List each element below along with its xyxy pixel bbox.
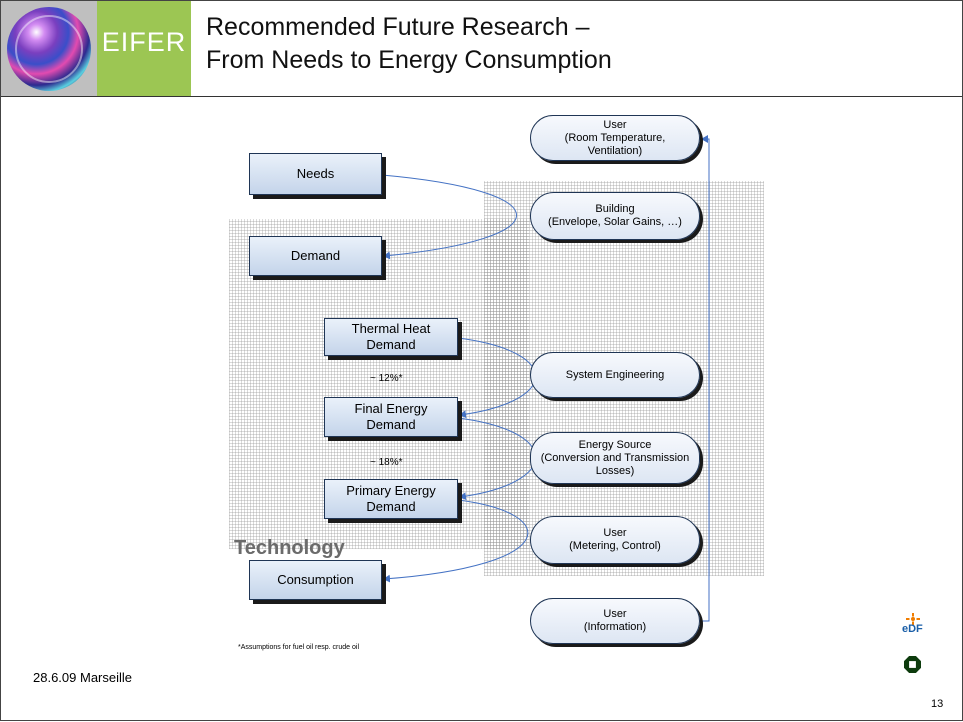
demand-box: Demand: [249, 236, 382, 276]
final-energy-demand-label-line-1: Final Energy: [354, 401, 428, 416]
user-room-line-1: User: [603, 118, 627, 131]
thermal-heat-demand-label-line-2: Demand: [366, 337, 416, 352]
user-metering-line-1: User: [603, 527, 627, 539]
final-energy-demand-box: Final Energy Demand: [324, 397, 458, 437]
primary-energy-demand-box: Primary Energy Demand: [324, 479, 458, 519]
slide-title-line-2: From Needs to Energy Consumption: [206, 46, 612, 74]
consumption-label: Consumption: [277, 572, 354, 587]
energy-source-line-2: (Conversion and Transmission: [540, 451, 690, 464]
user-metering-line-2: (Metering, Control): [569, 540, 661, 552]
date-location: 28.6.09 Marseille: [33, 670, 132, 685]
final-energy-demand-label-line-2: Demand: [366, 417, 416, 432]
building-line-1: Building: [595, 203, 635, 215]
slide-header: EIFER Recommended Future Research – From…: [1, 1, 962, 97]
energy-source-line-1: Energy Source: [578, 438, 652, 451]
user-room-line-2: (Room Temperature,: [564, 131, 666, 144]
edf-logo-icon: [906, 613, 920, 625]
user-information-line-1: User: [603, 608, 627, 620]
final-to-primary-percentage: ~ 18%*: [370, 457, 403, 468]
energy-source-factor: Energy Source (Conversion and Transmissi…: [530, 432, 700, 484]
assumptions-footnote: *Assumptions for fuel oil resp. crude oi…: [238, 644, 359, 651]
needs-label: Needs: [296, 166, 335, 181]
slide-title-line-1: Recommended Future Research –: [206, 13, 590, 41]
building-factor: Building (Envelope, Solar Gains, …): [530, 192, 700, 240]
user-room-temperature-factor: User (Room Temperature, Ventilation): [530, 115, 700, 161]
building-line-2: (Envelope, Solar Gains, …): [548, 216, 682, 228]
system-engineering-factor: System Engineering: [530, 352, 700, 398]
system-engineering-label: System Engineering: [565, 368, 665, 381]
octagon-logo-icon: [904, 656, 921, 673]
energy-source-line-3: Losses): [595, 464, 635, 477]
thermal-heat-demand-label-line-1: Thermal Heat: [351, 321, 431, 336]
thermal-heat-demand-box: Thermal Heat Demand: [324, 318, 458, 356]
user-information-line-2: (Information): [583, 621, 647, 633]
primary-energy-demand-label-line-1: Primary Energy: [346, 483, 436, 498]
user-information-factor: User (Information): [530, 598, 700, 644]
globe-ring: [15, 15, 83, 83]
slide-title: Recommended Future Research – From Needs…: [206, 11, 926, 77]
edf-logo-text: eDF: [902, 623, 923, 635]
demand-label: Demand: [290, 248, 341, 263]
needs-box: Needs: [249, 153, 382, 195]
thermal-to-final-percentage: ~ 12%*: [370, 373, 403, 384]
consumption-box: Consumption: [249, 560, 382, 600]
user-room-line-3: Ventilation): [587, 144, 643, 157]
primary-energy-demand-label-line-2: Demand: [366, 499, 416, 514]
technology-label: Technology: [234, 537, 345, 559]
user-metering-factor: User (Metering, Control): [530, 516, 700, 564]
page-number: 13: [931, 698, 944, 710]
eifer-logo: EIFER: [97, 1, 191, 96]
eifer-logo-text: EIFER: [101, 27, 187, 57]
